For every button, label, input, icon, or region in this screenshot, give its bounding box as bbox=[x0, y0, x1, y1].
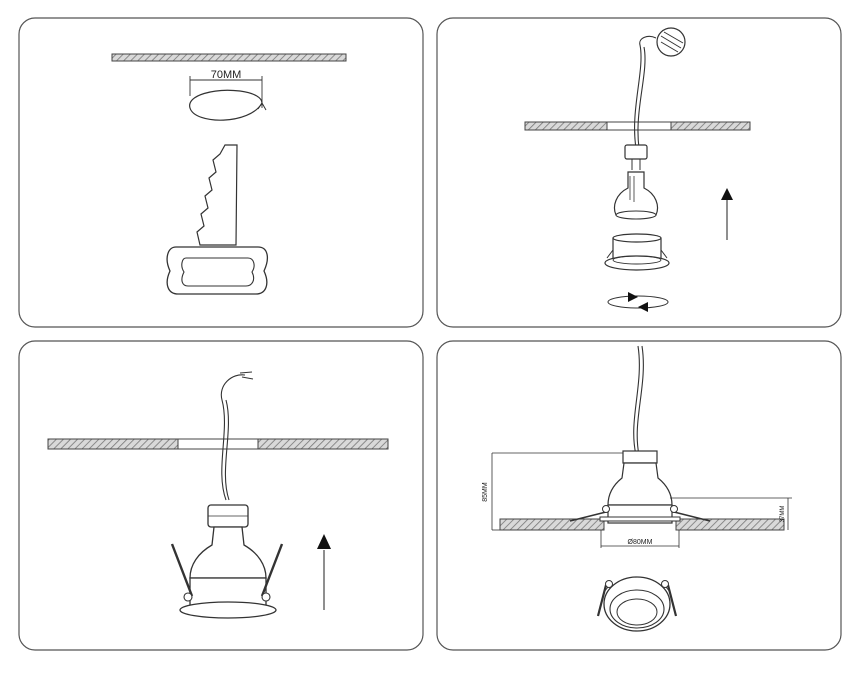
wire-ends bbox=[239, 371, 254, 380]
spring-pivot bbox=[602, 505, 610, 513]
rotate-path bbox=[607, 295, 669, 309]
depth-label: 37MM bbox=[780, 506, 786, 523]
fixture-flange bbox=[599, 516, 681, 522]
spring-clip-right bbox=[260, 543, 284, 597]
push-up-arrow-icon bbox=[317, 534, 331, 549]
spring-pivot bbox=[605, 580, 613, 588]
power-wire-2 bbox=[636, 345, 644, 456]
cut-arrow-icon bbox=[257, 102, 267, 111]
panel-step-1: 70MM bbox=[18, 17, 424, 328]
housing-clips bbox=[606, 249, 668, 259]
saw-blade-icon bbox=[196, 144, 238, 246]
spring-clip-left bbox=[596, 584, 608, 617]
ceiling-board-right bbox=[257, 438, 389, 450]
bulb-face bbox=[615, 210, 657, 220]
spring-pivot bbox=[261, 592, 271, 602]
power-wire bbox=[220, 374, 246, 501]
fixture-housing bbox=[189, 577, 267, 607]
ceiling-board-left bbox=[47, 438, 179, 450]
spring-clip-right bbox=[666, 584, 678, 617]
housing-ring bbox=[612, 255, 662, 265]
spring-pivot bbox=[661, 580, 669, 588]
housing-sides bbox=[612, 238, 662, 260]
lamp-socket-icon bbox=[624, 144, 648, 160]
housing-top bbox=[612, 233, 662, 243]
spring-clip-right bbox=[673, 511, 711, 522]
ceiling-opening bbox=[606, 121, 672, 131]
power-wire bbox=[634, 35, 657, 149]
rotate-arrow-icon bbox=[638, 302, 648, 312]
panel-frame bbox=[18, 340, 424, 651]
rotate-arrow-icon bbox=[628, 292, 638, 302]
terminal-wires bbox=[660, 31, 684, 53]
saw-handle-grip bbox=[181, 257, 255, 287]
height-label: 85MM bbox=[482, 482, 489, 502]
ceiling-board-left bbox=[524, 121, 608, 131]
ceiling-board-left bbox=[499, 518, 605, 531]
panel-step-4: 85MM 37MM Ø80MM bbox=[436, 340, 842, 651]
panel-step-2 bbox=[436, 17, 842, 328]
ceiling-board bbox=[111, 53, 347, 62]
fixture-flange bbox=[179, 601, 277, 619]
power-wire-2 bbox=[637, 46, 646, 149]
ceiling-opening bbox=[177, 438, 259, 450]
spring-pivot bbox=[183, 592, 193, 602]
power-wire-2 bbox=[224, 399, 230, 501]
push-up-arrow-icon bbox=[721, 188, 733, 200]
cut-hole-outline bbox=[189, 89, 263, 121]
power-wire bbox=[633, 345, 640, 456]
hole-diameter-label: 70MM bbox=[211, 69, 242, 81]
ceiling-board-right bbox=[670, 121, 751, 131]
ceiling-board-right bbox=[675, 518, 785, 531]
spring-pivot bbox=[670, 505, 678, 513]
spring-clip-left bbox=[569, 511, 607, 522]
panel-step-3 bbox=[18, 340, 424, 651]
diameter-label: Ø80MM bbox=[628, 539, 653, 546]
fixture-bottom-lens bbox=[616, 598, 658, 626]
lamp-socket-icon bbox=[622, 450, 658, 464]
spring-clip-left bbox=[170, 543, 194, 597]
